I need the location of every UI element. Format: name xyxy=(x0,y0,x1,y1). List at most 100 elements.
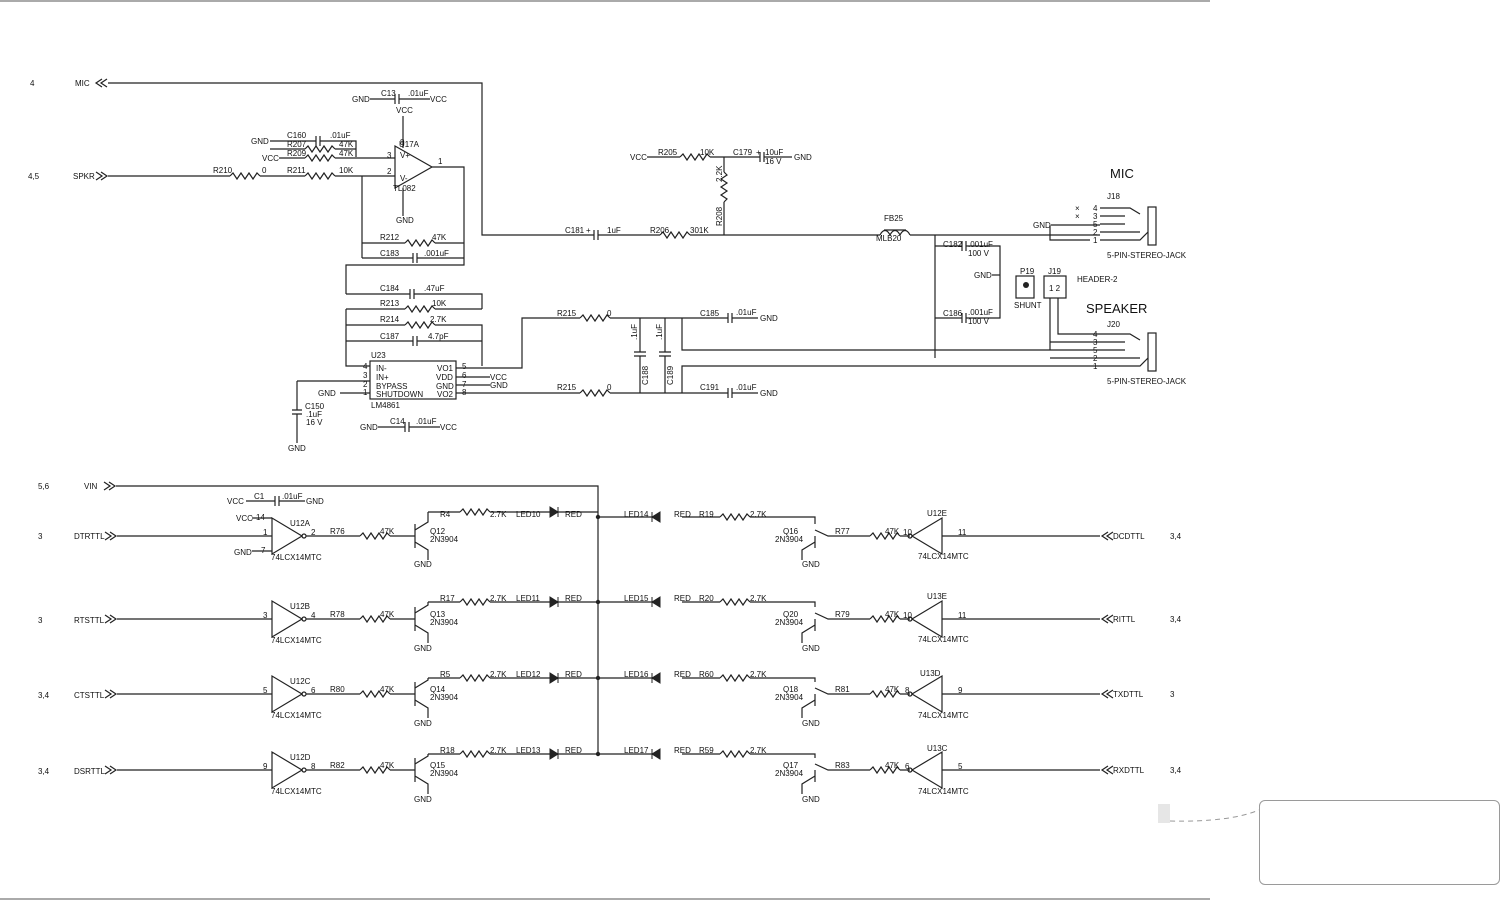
row1-rb-left-val: 47K xyxy=(380,527,395,536)
row3-inv-left-ref: U12C xyxy=(290,677,311,686)
r209-resistor xyxy=(304,154,336,162)
j20-pin3: 3 xyxy=(1093,338,1098,347)
c182-ref: C182 xyxy=(943,240,963,249)
c13-capacitor xyxy=(370,94,430,104)
row2-q-right-ref: Q20 xyxy=(783,610,799,619)
u23-pin2-num: 2 xyxy=(363,380,368,389)
c179-ref: C179 xyxy=(733,148,753,157)
row4-q-right-ref: Q17 xyxy=(783,761,799,770)
txdttl-port-sheet: 3 xyxy=(1170,690,1175,699)
row4-out-arrow xyxy=(1101,765,1114,775)
dsrttl-port-sheet: 3,4 xyxy=(38,767,50,776)
row2-led-right-ref: LED15 xyxy=(624,594,649,603)
row2-q-left-ref: Q13 xyxy=(430,610,446,619)
row3-rb-right-val: 47K xyxy=(885,685,900,694)
row4-led-left-diode xyxy=(549,748,559,760)
row2-inv-left-out: 4 xyxy=(311,611,316,620)
vin-junction-3 xyxy=(595,675,601,681)
row1-inv-right-out: 10 xyxy=(903,528,912,537)
row3-rc-left-val: 2.7K xyxy=(490,670,507,679)
c187-capacitor xyxy=(346,336,482,346)
row4-led-right-ref: LED17 xyxy=(624,746,649,755)
c191-gnd: GND xyxy=(760,389,778,398)
c160-ref: C160 xyxy=(287,131,307,140)
row1-rb-right-val: 47K xyxy=(885,527,900,536)
u17a-opamp-symbol xyxy=(394,144,434,190)
r210-ref: R210 xyxy=(213,166,233,175)
c150-volt: 16 V xyxy=(306,418,323,427)
row1-q-left-ref: Q12 xyxy=(430,527,446,536)
row3-inv-left-bubble xyxy=(301,691,307,697)
row1-inv-left-in: 1 xyxy=(263,528,268,537)
r208-value: 2.2K xyxy=(715,165,724,182)
row2-led-right-diode xyxy=(651,596,661,608)
comment-box[interactable] xyxy=(1259,800,1500,885)
c188-capacitor xyxy=(634,318,646,393)
row3-q-right-gnd: GND xyxy=(802,719,820,728)
row2-inv-left-in: 3 xyxy=(263,611,268,620)
r215b-resistor xyxy=(579,389,611,397)
c186-value: .001uF xyxy=(968,308,993,317)
row2-inv-left-ref: U12B xyxy=(290,602,310,611)
j18-nc-mark-4: × xyxy=(1075,204,1080,213)
row1-q-right-ref: Q16 xyxy=(783,527,799,536)
row3-inv-right-in: 9 xyxy=(958,686,963,695)
dcdttl-port-sheet: 3,4 xyxy=(1170,532,1182,541)
row4-rc-right-val: 2.7K xyxy=(750,746,767,755)
c191-ref: C191 xyxy=(700,383,720,392)
row1-rc-right-ref: R19 xyxy=(699,510,714,519)
u23-gnd-label: GND xyxy=(490,381,508,390)
row1-inv-left-bubble xyxy=(301,533,307,539)
row2-led-left-ref: LED11 xyxy=(516,594,540,603)
c191-capacitor xyxy=(727,388,758,398)
row4-in-arrow xyxy=(104,765,117,775)
r215a-value: 0 xyxy=(607,309,612,318)
vin-junction-2 xyxy=(595,599,601,605)
row3-rb-left-val: 47K xyxy=(380,685,395,694)
c160-gnd: GND xyxy=(251,137,269,146)
rxdttl-port-label: RXDTTL xyxy=(1113,766,1145,775)
u23-amplifier-body xyxy=(369,360,457,400)
row3-rc-right xyxy=(719,674,751,682)
j19-part: HEADER-2 xyxy=(1077,275,1118,284)
c187-ref: C187 xyxy=(380,332,400,341)
c189-ref: C189 xyxy=(666,365,675,385)
j19-ref: J19 xyxy=(1048,267,1061,276)
vin-junction-4 xyxy=(595,751,601,757)
j18-gnd: GND xyxy=(1033,221,1051,230)
r206-ref: R206 xyxy=(650,226,670,235)
row2-inv-right-out: 10 xyxy=(903,611,912,620)
row2-rc-right-val: 2.7K xyxy=(750,594,767,603)
r215b-value: 0 xyxy=(607,383,612,392)
u23-pin4-num: 4 xyxy=(363,362,368,371)
u23-pin-vo1: VO1 xyxy=(437,364,454,373)
c13-value: .01uF xyxy=(408,89,429,98)
r207-value: 47K xyxy=(339,140,354,149)
c189-capacitor xyxy=(659,318,671,393)
c185-value: .01uF xyxy=(736,308,757,317)
comment-marker[interactable] xyxy=(1158,804,1170,823)
c13-ref: C13 xyxy=(381,89,396,98)
c191-value: .01uF xyxy=(736,383,757,392)
c184-value: .47uF xyxy=(424,284,445,293)
c14-capacitor xyxy=(378,422,440,432)
r215a-resistor xyxy=(579,314,611,322)
row4-inv-left-ref: U12D xyxy=(290,753,311,762)
c183-capacitor xyxy=(362,253,464,263)
row3-inv-left-part: 74LCX14MTC xyxy=(271,711,322,720)
vin-port-sheet: 5,6 xyxy=(38,482,50,491)
r209-value: 47K xyxy=(339,149,354,158)
row1-wires xyxy=(117,511,1100,560)
row4-rb-left-val: 47K xyxy=(380,761,395,770)
c181-capacitor xyxy=(590,230,660,240)
j20-part: 5-PIN-STEREO-JACK xyxy=(1107,377,1187,386)
row4-led-left-ref: LED13 xyxy=(516,746,541,755)
row1-led-right-ref: LED14 xyxy=(624,510,649,519)
c179-volt: 16 V xyxy=(765,157,782,166)
u17a-pin3: 3 xyxy=(387,151,392,160)
u23-pin-shutdown: SHUTDOWN xyxy=(376,390,423,399)
r212-value: 47K xyxy=(432,233,447,242)
row4-wires xyxy=(117,750,1100,794)
ctsttl-port-label: CTSTTL xyxy=(74,691,105,700)
